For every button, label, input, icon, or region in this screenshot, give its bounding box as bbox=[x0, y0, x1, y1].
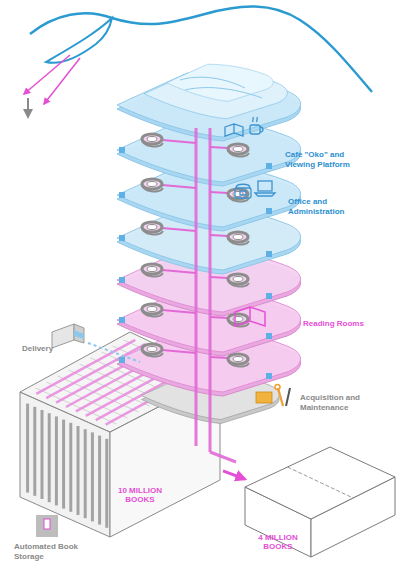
volume-outline bbox=[245, 445, 397, 570]
annex-volume: 4 MILLION BOOKS bbox=[245, 445, 397, 570]
volume-face bbox=[245, 447, 395, 519]
cafe-slab bbox=[117, 77, 301, 141]
office-slab bbox=[117, 206, 301, 270]
storage-rack bbox=[69, 423, 72, 512]
volume-caption: 4 MILLION BOOKS bbox=[249, 533, 307, 551]
spiral-ramps bbox=[119, 222, 272, 257]
folder-icon bbox=[256, 392, 272, 403]
storage-rack bbox=[26, 404, 29, 493]
book-icon bbox=[225, 124, 243, 136]
cup-steam bbox=[253, 117, 263, 132]
conveyor-rail bbox=[96, 366, 195, 420]
acquisition-icon bbox=[256, 385, 290, 407]
storage-volume: 10 MILLION BOOKS bbox=[18, 320, 223, 545]
spiral-ramps bbox=[119, 304, 272, 339]
storage-rack bbox=[105, 439, 108, 528]
annex-volume-outline bbox=[245, 447, 395, 557]
storage-rack bbox=[62, 420, 65, 509]
truck-body bbox=[52, 324, 74, 348]
storage-rack bbox=[84, 429, 87, 518]
office-slab bbox=[117, 210, 301, 274]
book-icon bbox=[235, 307, 265, 326]
roof-wing bbox=[46, 18, 112, 63]
wrench-icon bbox=[278, 388, 283, 406]
conveyor-rail bbox=[106, 371, 205, 425]
storage-rack bbox=[48, 413, 51, 502]
reading-slab bbox=[117, 252, 301, 316]
floor-label: Reading Rooms bbox=[303, 319, 393, 329]
phone-icon bbox=[235, 188, 251, 198]
function-label: Acquisition and Maintenance bbox=[300, 393, 380, 412]
storage-icon bbox=[36, 515, 58, 537]
storage-rack bbox=[98, 436, 101, 525]
storage-volume-outline bbox=[20, 332, 220, 537]
volume-caption: 10 MILLION BOOKS bbox=[111, 486, 169, 504]
rain-arrow bbox=[284, 98, 286, 117]
cafe-slab bbox=[117, 73, 301, 137]
terrace-contour bbox=[180, 77, 262, 98]
office-slab bbox=[117, 122, 301, 186]
spiral-ramps bbox=[119, 264, 272, 299]
floor-label: Office and Administration bbox=[288, 197, 368, 216]
truck-window bbox=[74, 330, 84, 339]
rain-arrow bbox=[27, 98, 29, 117]
storage-rack bbox=[77, 426, 80, 515]
office-slab bbox=[117, 118, 301, 182]
cafe-icon bbox=[225, 117, 263, 136]
truck-body bbox=[74, 324, 84, 343]
phone-handset bbox=[236, 184, 250, 195]
storage-rack bbox=[41, 410, 44, 499]
wind-arrow bbox=[44, 58, 80, 104]
storage-icon bbox=[44, 519, 50, 529]
office-icon bbox=[235, 181, 275, 198]
cafe-terrace bbox=[167, 64, 273, 101]
tunnel-line bbox=[288, 467, 354, 498]
screwdriver-icon bbox=[286, 388, 290, 406]
volume-outline bbox=[18, 320, 223, 545]
spiral-ramps bbox=[119, 134, 272, 169]
cup-icon bbox=[250, 125, 260, 134]
spiral-ramps bbox=[119, 179, 272, 214]
wrench-icon bbox=[275, 385, 280, 390]
office-slab bbox=[117, 167, 301, 231]
function-label: Automated Book Storage bbox=[14, 542, 89, 561]
transfer-arrow bbox=[223, 471, 245, 479]
cafe-terrace bbox=[144, 69, 287, 119]
floor-label: Cafe "Oko" and Viewing Platform bbox=[285, 150, 360, 169]
volume-face bbox=[20, 332, 220, 432]
storage-rack bbox=[91, 432, 94, 521]
storage-rack bbox=[55, 416, 58, 505]
office-slab bbox=[117, 163, 301, 227]
wind-arrow bbox=[24, 55, 70, 94]
storage-rack bbox=[33, 407, 36, 496]
function-label: Delivery bbox=[22, 344, 72, 354]
laptop-icon bbox=[258, 181, 272, 191]
reading-slab bbox=[117, 248, 301, 312]
roof-curve bbox=[30, 6, 372, 92]
laptop-base bbox=[255, 193, 275, 196]
